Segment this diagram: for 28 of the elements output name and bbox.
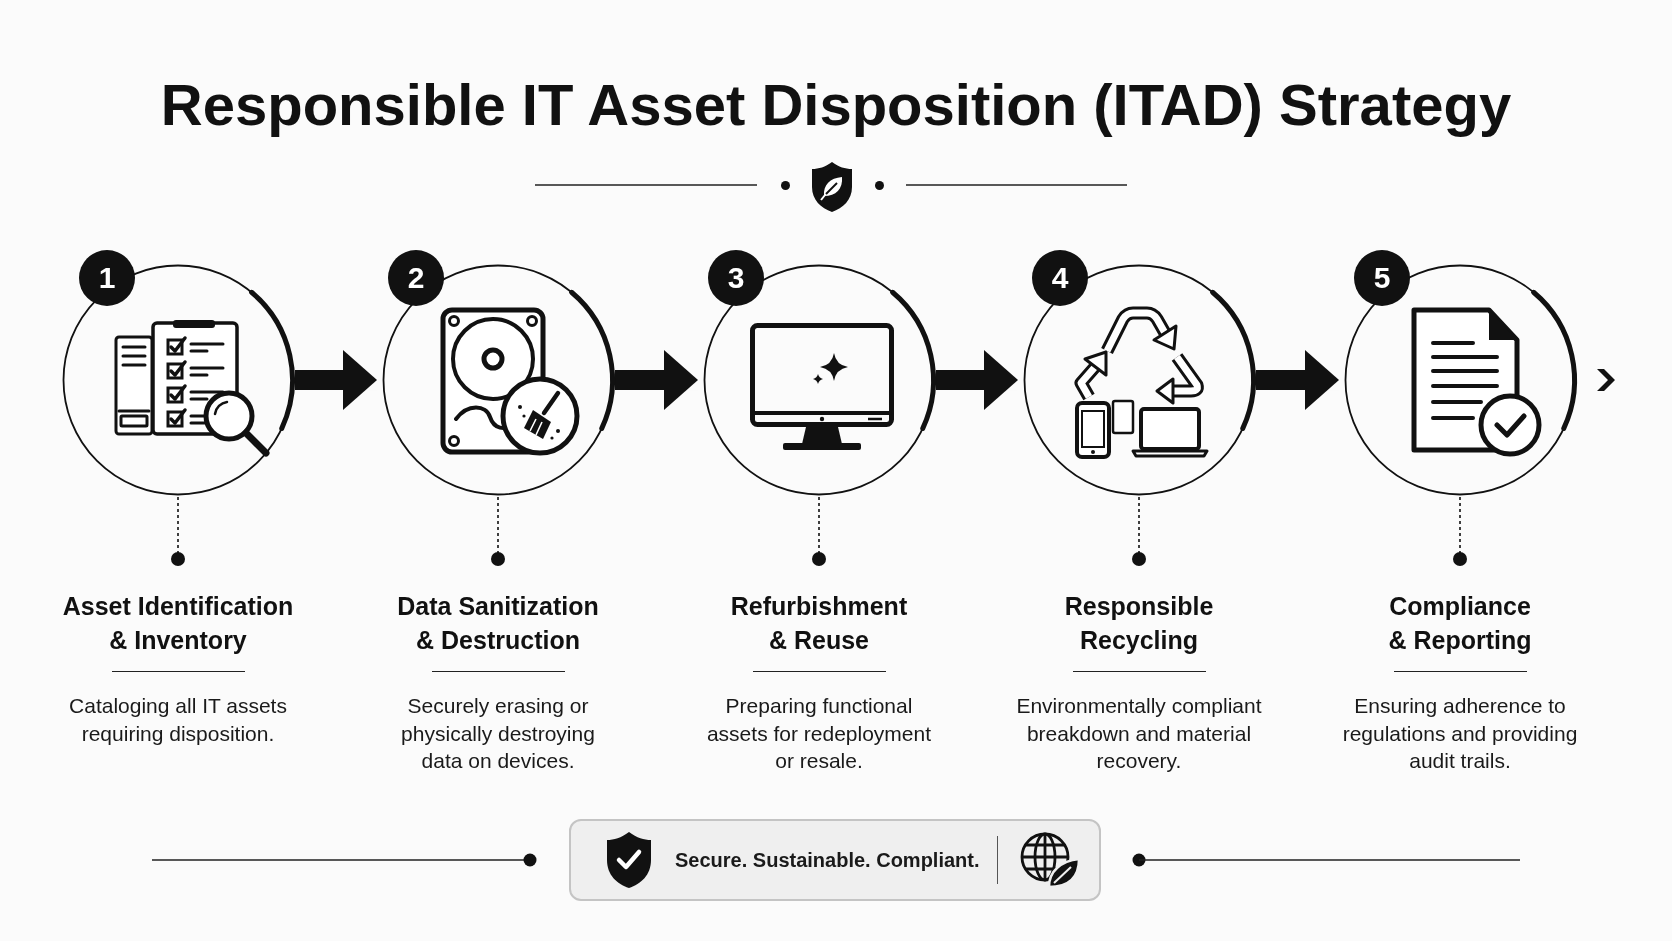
step-title: Responsible Recycling [1063, 591, 1215, 656]
number-badge: 1 [79, 250, 135, 306]
title: Responsible IT Asset Disposition (ITAD) Strategy [160, 71, 1512, 139]
step-title: Refurbishment & Reuse [729, 591, 909, 656]
dotted-leader-line [491, 496, 505, 566]
step-circle [61, 263, 295, 497]
step-circle [381, 263, 615, 497]
step-title: Asset Identification & Inventory [61, 591, 295, 656]
step-description: Preparing functional assets for redeployment or resale. [705, 693, 933, 774]
dotted-leader-line [812, 496, 826, 566]
step-circle [702, 263, 936, 497]
step-circle [1343, 263, 1577, 497]
tagline-banner [569, 819, 1101, 901]
dotted-leader-line [1453, 496, 1467, 566]
dotted-leader-line [171, 496, 185, 566]
step-circle [1022, 263, 1256, 497]
step-description: Ensuring adherence to regulations and providing audit trails. [1341, 693, 1579, 774]
number-badge: 5 [1354, 250, 1410, 306]
step-title: Compliance & Reporting [1387, 591, 1533, 656]
number-badge: 3 [708, 250, 764, 306]
number-badge: 2 [388, 250, 444, 306]
tagline-text: Secure. Sustainable. Compliant. [675, 848, 980, 872]
step-title: Data Sanitization & Destruction [396, 591, 600, 656]
step-description: Cataloging all IT assets requiring disposition. [68, 693, 288, 747]
step-description: Environmentally compliant breakdown and material recovery. [1015, 693, 1263, 774]
number-badge: 4 [1032, 250, 1088, 306]
step-description: Securely erasing or physically destroying data on devices. [400, 693, 596, 774]
dotted-leader-line [1132, 496, 1146, 566]
